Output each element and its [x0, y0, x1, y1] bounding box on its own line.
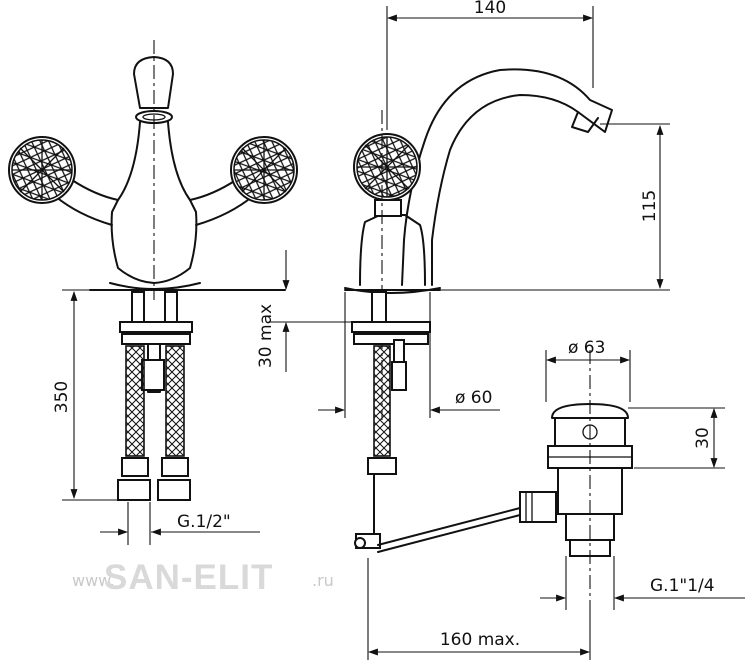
- watermark-prefix: www.: [72, 571, 115, 590]
- watermark: www. SAN-ELIT .ru: [72, 558, 334, 597]
- front-mounting: [119, 291, 193, 393]
- pop-up-waste: ø 63 30 G.1"1/4 160 max.: [354, 338, 745, 660]
- side-view: ø 60 140 115: [318, 0, 670, 549]
- base-flange: [109, 282, 201, 290]
- pivot-rod: [377, 507, 521, 546]
- side-body: [359, 214, 426, 286]
- watermark-suffix: .ru: [312, 571, 334, 590]
- waste-height-label: 30: [693, 427, 713, 449]
- waste-diameter-label: ø 63: [568, 338, 605, 358]
- spout-height-label: 115: [640, 190, 660, 222]
- side-crystal-knob: [353, 133, 421, 217]
- side-base: [344, 287, 441, 294]
- side-hose: [373, 345, 391, 457]
- right-hose: [157, 345, 191, 501]
- deck-thickness-label: 30 max: [256, 304, 276, 368]
- spout-column: [133, 56, 174, 109]
- left-crystal-knob: [8, 136, 76, 204]
- hose-thread-label: G.1/2": [177, 512, 231, 532]
- pull-rod-length-label: 160 max.: [440, 630, 520, 650]
- spout-outlet: [571, 111, 599, 133]
- watermark-brand: SAN-ELIT: [104, 558, 273, 597]
- hole-diameter-label: ø 60: [455, 388, 492, 408]
- right-crystal-knob: [230, 136, 298, 204]
- front-view: 350 G.1/2" 30 max: [8, 40, 360, 545]
- hose-length-label: 350: [52, 381, 72, 413]
- waste-thread-label: G.1"1/4: [650, 576, 715, 596]
- spout: [401, 68, 613, 286]
- spout-reach-label: 140: [474, 0, 506, 18]
- left-hose: [117, 345, 151, 501]
